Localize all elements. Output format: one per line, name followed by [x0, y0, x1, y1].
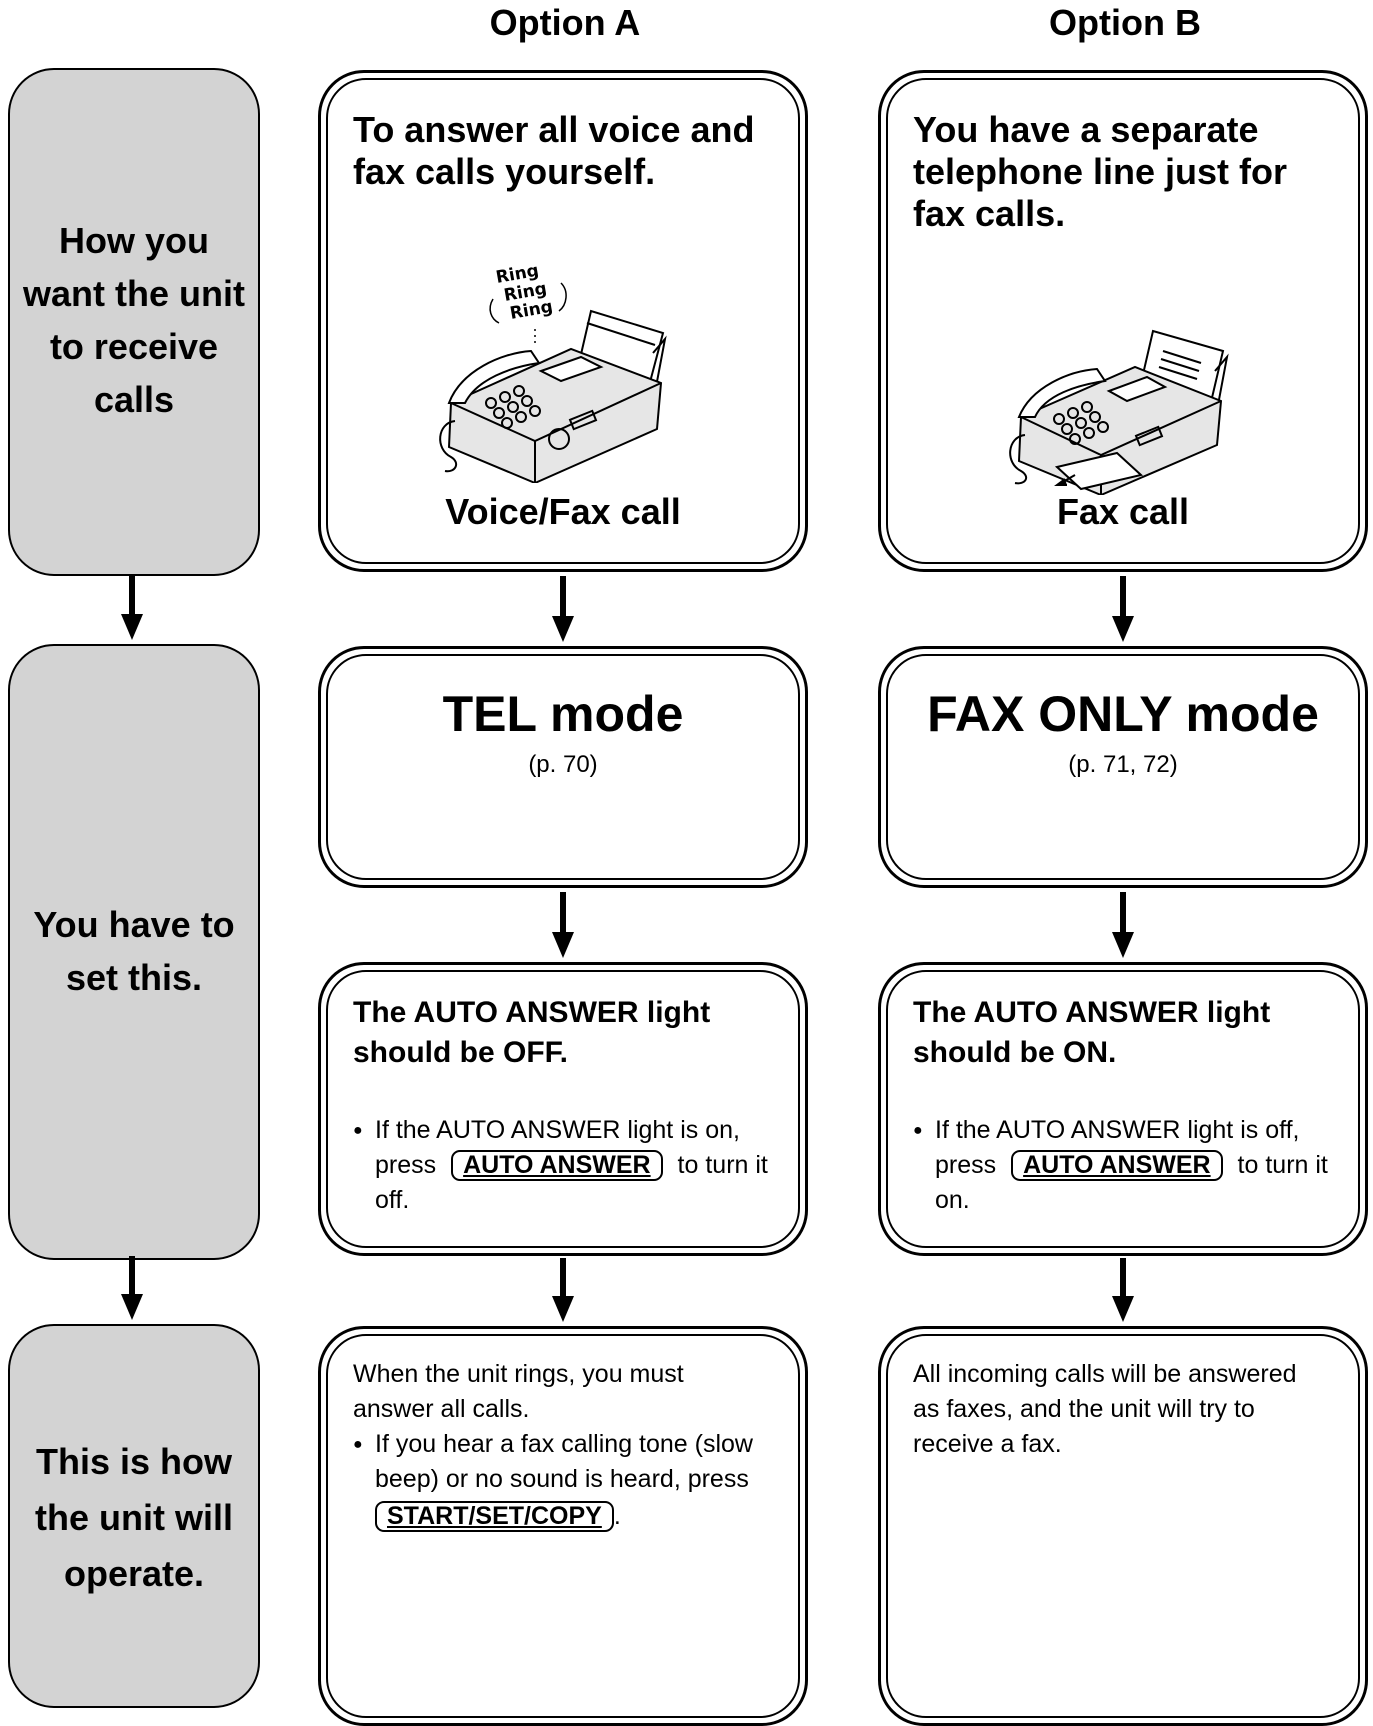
note-line: on.: [935, 1186, 970, 1214]
fax-machine-ringing-icon: Ring Ring Ring: [439, 261, 667, 483]
down-arrow-icon: [1112, 892, 1134, 958]
note-press: press: [935, 1151, 997, 1179]
tel-mode-label: TEL mode: [442, 686, 684, 742]
side-line: to receive: [49, 326, 219, 367]
auto-answer-key-label: AUTO ANSWER: [463, 1151, 651, 1179]
light-title-line: should be OFF.: [353, 1036, 568, 1069]
down-arrow-icon: [1112, 576, 1134, 642]
mode-page-ref: (p. 70): [528, 751, 598, 778]
side-label-set: You have to set this.: [8, 644, 260, 1260]
down-arrow-icon: [552, 892, 574, 958]
start-set-copy-key-label: START/SET/COPY: [387, 1502, 602, 1530]
light-title-line: should be ON.: [913, 1036, 1117, 1069]
side-line: set this.: [65, 957, 203, 998]
side-line: This is how: [35, 1441, 232, 1482]
fax-only-mode-label: FAX ONLY mode: [927, 686, 1319, 742]
option-b-auto-answer-box: The AUTO ANSWER light should be ON. If t…: [878, 962, 1368, 1256]
operate-line: as faxes, and the unit will try to: [913, 1395, 1255, 1423]
down-arrow-icon: [1112, 1258, 1134, 1322]
auto-answer-note: If the AUTO ANSWER light is on, press AU…: [353, 1113, 805, 1218]
side-line: How you: [59, 220, 209, 261]
option-a-heading: Option A: [489, 2, 641, 43]
note-line: off.: [375, 1186, 410, 1214]
option-b-condition-box: You have a separate telephone line just …: [878, 70, 1368, 572]
side-line: operate.: [63, 1553, 205, 1594]
side-line: the unit will: [35, 1497, 233, 1538]
condition-line: fax calls yourself.: [353, 151, 656, 192]
down-arrow-icon: [552, 1258, 574, 1322]
auto-answer-key-label: AUTO ANSWER: [1023, 1151, 1211, 1179]
down-arrow-icon: [121, 1256, 143, 1320]
down-arrow-icon: [552, 576, 574, 642]
option-a-mode-box: TEL mode (p. 70): [318, 646, 808, 888]
side-label-receive: How you want the unit to receive calls: [8, 68, 260, 576]
option-b-operate-box: All incoming calls will be answered as f…: [878, 1326, 1368, 1726]
auto-answer-key: AUTO ANSWER: [451, 1150, 663, 1181]
note-line: press AUTO ANSWER to turn it: [375, 1148, 805, 1183]
operate-line: answer all calls.: [353, 1395, 530, 1423]
operate-period: .: [613, 1502, 621, 1530]
light-title-line: The AUTO ANSWER light: [353, 996, 711, 1029]
side-line: want the unit: [23, 273, 245, 314]
note-line: If the AUTO ANSWER light is on,: [375, 1116, 740, 1144]
side-label-operate: This is how the unit will operate.: [8, 1324, 260, 1708]
option-a-caption: Voice/Fax call: [445, 491, 681, 532]
side-line: calls: [93, 379, 175, 420]
mode-page-ref: (p. 71, 72): [1068, 751, 1178, 778]
option-a-operate-box: When the unit rings, you must answer all…: [318, 1326, 808, 1726]
operate-line: beep) or no sound is heard, press: [375, 1465, 749, 1493]
note-line: If the AUTO ANSWER light is off,: [935, 1116, 1300, 1144]
operate-line: All incoming calls will be answered: [913, 1360, 1297, 1388]
condition-line: fax calls.: [913, 193, 1066, 234]
fax-machine-printing-icon: [1009, 329, 1229, 495]
side-line: You have to: [33, 904, 235, 945]
note-press: press: [375, 1151, 437, 1179]
auto-answer-key: AUTO ANSWER: [1011, 1150, 1223, 1181]
operate-line: When the unit rings, you must: [353, 1360, 684, 1388]
down-arrow-icon: [121, 576, 143, 640]
note-line: press AUTO ANSWER to turn it: [935, 1148, 1365, 1183]
note-post: to turn it: [1237, 1151, 1328, 1179]
option-a-auto-answer-box: The AUTO ANSWER light should be OFF. If …: [318, 962, 808, 1256]
option-a-condition-box: To answer all voice and fax calls yourse…: [318, 70, 808, 572]
light-title-line: The AUTO ANSWER light: [913, 996, 1271, 1029]
option-b-caption: Fax call: [1056, 491, 1190, 532]
operate-line: receive a fax.: [913, 1430, 1062, 1458]
condition-line: You have a separate: [913, 109, 1259, 150]
operate-line: START/SET/COPY.: [375, 1499, 793, 1534]
option-b-mode-box: FAX ONLY mode (p. 71, 72): [878, 646, 1368, 888]
condition-line: telephone line just for: [913, 151, 1288, 192]
condition-line: To answer all voice and: [353, 109, 755, 150]
auto-answer-note: If the AUTO ANSWER light is off, press A…: [913, 1113, 1365, 1218]
operate-line: If you hear a fax calling tone (slow: [375, 1430, 753, 1458]
note-post: to turn it: [677, 1151, 768, 1179]
start-set-copy-key: START/SET/COPY: [375, 1501, 614, 1532]
option-b-heading: Option B: [1049, 2, 1201, 43]
operate-bullet: If you hear a fax calling tone (slow bee…: [353, 1427, 793, 1534]
